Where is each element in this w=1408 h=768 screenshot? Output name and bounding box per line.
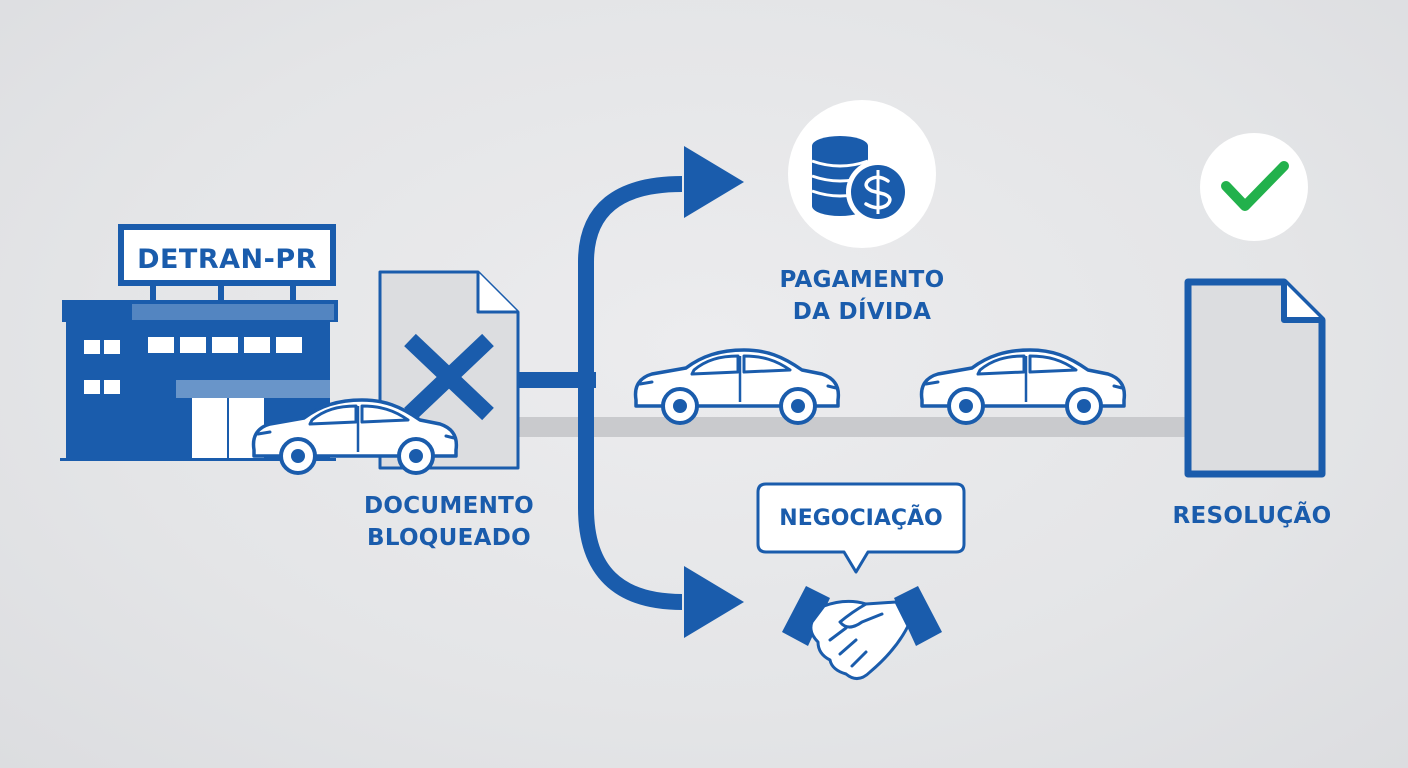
document-icon [1184, 278, 1326, 478]
building-sign: DETRAN-PR [137, 243, 317, 275]
x-mark-icon [404, 333, 494, 421]
arrow-up-right-icon [684, 146, 744, 218]
fork-arrows [518, 146, 744, 638]
check-icon [1200, 133, 1308, 241]
document-blocked-label: DOCUMENTO BLOQUEADO [364, 493, 534, 551]
speech-bubble [756, 482, 966, 574]
detran-building [60, 224, 338, 461]
car-icon [633, 348, 841, 425]
handshake-icon [782, 586, 942, 680]
negotiation-label: NEGOCIAÇÃO [779, 505, 943, 531]
car-icon [919, 348, 1127, 425]
resolution-label: RESOLUÇÃO [1172, 503, 1332, 529]
arrow-down-right-icon [684, 566, 744, 638]
coins-dollar-icon [788, 100, 936, 248]
payment-label: PAGAMENTO DA DÍVIDA [779, 267, 945, 325]
